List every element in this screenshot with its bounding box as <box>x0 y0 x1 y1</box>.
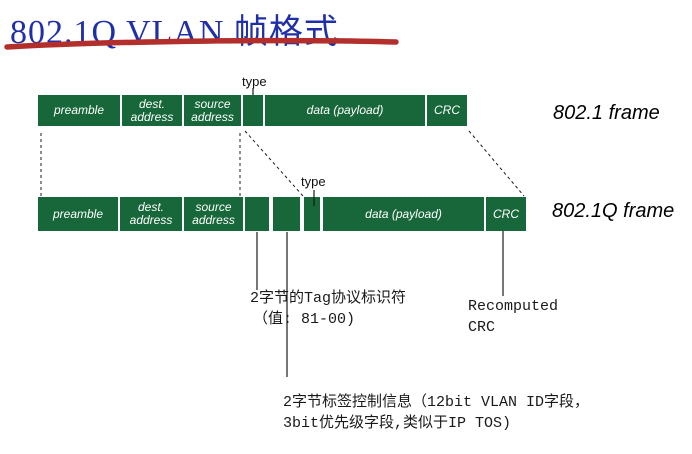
cell-label: CRC <box>493 206 519 221</box>
annotation-line: CRC <box>468 319 496 336</box>
frame2-cell-data-payload: data (payload) <box>323 197 484 231</box>
frame1-name-label: 802.1 frame <box>553 102 660 124</box>
cell-label: dest. <box>137 200 164 214</box>
title-underline <box>4 37 399 50</box>
frame2-cell-dest-address: dest.address <box>120 197 182 231</box>
frame1-cell-preamble: preamble <box>38 95 120 126</box>
frame1-type-label: type <box>242 74 267 89</box>
annotation-line: 3bit优先级字段,类似于IP TOS) <box>283 415 512 432</box>
cell-label: address <box>192 213 235 227</box>
cell-label: address <box>129 213 173 227</box>
cell-label: data (payload) <box>365 206 442 221</box>
cell-label: dest. <box>138 96 165 111</box>
cell-label: data (payload) <box>306 103 384 117</box>
annotation-tag-control: 2字节标签控制信息（12bit VLAN ID字段， 3bit优先级字段,类似于… <box>283 392 589 434</box>
frame2-cell-tag-protocol-id <box>245 197 269 231</box>
frame2-cell-tag-control-info <box>273 197 300 231</box>
annotation-tag-protocol: 2字节的Tag协议标识符 （值: 81-00) <box>250 288 406 330</box>
cell-label: preamble <box>52 206 104 221</box>
annotation-line: Recomputed <box>468 298 559 315</box>
annotation-recomputed-crc: Recomputed CRC <box>468 296 558 338</box>
frame1-cell-data-payload: data (payload) <box>265 95 425 126</box>
frame2-cell-crc: CRC <box>486 197 526 231</box>
cell-label: source <box>195 200 232 214</box>
frame2-type-label: type <box>301 174 326 189</box>
connector-type-shift-dashed <box>244 130 304 197</box>
cell-label: source <box>194 96 231 111</box>
cell-label: preamble <box>53 103 105 117</box>
cell-label: address <box>191 109 234 124</box>
annotation-line: 2字节的Tag协议标识符 <box>250 290 407 307</box>
cell-label: CRC <box>434 103 460 117</box>
connector-crc-shift-dashed <box>468 130 525 197</box>
frame2-cell-preamble: preamble <box>38 197 118 231</box>
frame1-cell-dest-address: dest.address <box>122 95 182 126</box>
annotation-line: （值: 81-00) <box>253 311 356 328</box>
frame1-cell-crc: CRC <box>427 95 467 126</box>
frame1-cell-type <box>243 95 263 126</box>
cell-label: address <box>130 109 174 124</box>
frame2-name-label: 802.1Q frame <box>552 200 675 222</box>
frame2-cell-type <box>304 197 320 231</box>
annotation-line: 2字节标签控制信息（12bit VLAN ID字段， <box>283 394 590 411</box>
